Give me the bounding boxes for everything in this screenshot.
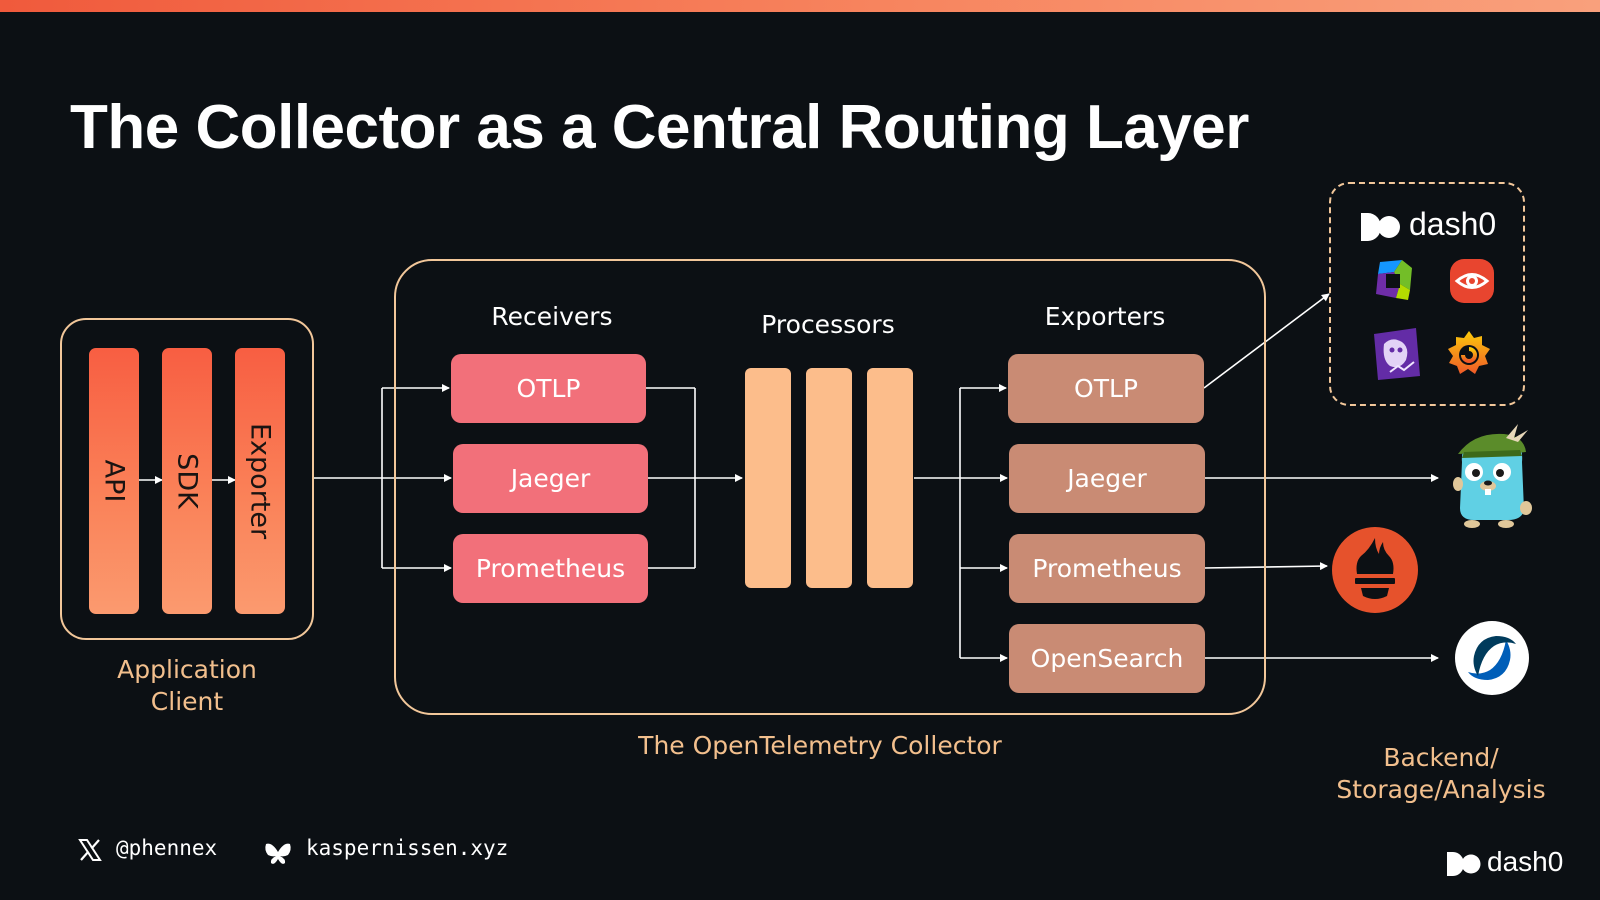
exporter-prometheus: Prometheus [1009, 534, 1205, 603]
jaeger-gopher-icon [1453, 424, 1532, 528]
receiver-jaeger: Jaeger [453, 444, 648, 513]
exporter-jaeger: Jaeger [1009, 444, 1205, 513]
receivers-heading: Receivers [491, 302, 613, 331]
receiver-otlp: OTLP [451, 354, 646, 423]
dash0-logo-text: dash0 [1409, 206, 1497, 242]
processor-block [867, 368, 913, 588]
sdk-pillar: SDK [162, 348, 212, 614]
dash0-logo-icon [1361, 213, 1400, 241]
exporters-heading: Exporters [1044, 302, 1166, 331]
dash0-footer-logo-icon [1447, 852, 1481, 876]
application-client-caption: Application Client [87, 654, 287, 718]
dash0-footer-brand: dash0 [1487, 846, 1564, 877]
exporter-opensearch: OpenSearch [1009, 624, 1205, 693]
caption-line: Application [117, 655, 257, 684]
x-twitter-icon [78, 839, 102, 861]
caption-line: Backend/ [1383, 743, 1499, 772]
backend-caption: Backend/ Storage/Analysis [1331, 742, 1551, 806]
api-label: API [98, 459, 130, 503]
grafana-icon [1448, 331, 1490, 374]
datadog-icon [1374, 328, 1420, 380]
prometheus-icon [1332, 527, 1418, 613]
application-client-box [60, 318, 314, 640]
exporter-label: Exporter [244, 422, 276, 540]
bluesky-butterfly-icon [265, 843, 291, 864]
sdk-label: SDK [171, 453, 203, 509]
eye-logo-icon [1450, 259, 1494, 303]
exporter-pillar: Exporter [235, 348, 285, 614]
top-accent-bar [0, 0, 1600, 12]
website-link[interactable]: kaspernissen.xyz [306, 836, 509, 860]
exporter-otlp: OTLP [1008, 354, 1204, 423]
caption-line: Storage/Analysis [1336, 775, 1546, 804]
api-pillar: API [89, 348, 139, 614]
receiver-prometheus: Prometheus [453, 534, 648, 603]
processor-block [745, 368, 791, 588]
backend-group-box [1329, 182, 1525, 406]
processor-block [806, 368, 852, 588]
collector-box [394, 259, 1266, 715]
page-title: The Collector as a Central Routing Layer [70, 93, 1249, 162]
collector-caption: The OpenTelemetry Collector [638, 731, 1002, 760]
caption-line: Client [150, 687, 224, 716]
processors-heading: Processors [761, 310, 895, 339]
opensearch-icon [1455, 621, 1529, 695]
dynatrace-icon [1376, 260, 1412, 300]
twitter-handle[interactable]: @phennex [116, 836, 218, 860]
